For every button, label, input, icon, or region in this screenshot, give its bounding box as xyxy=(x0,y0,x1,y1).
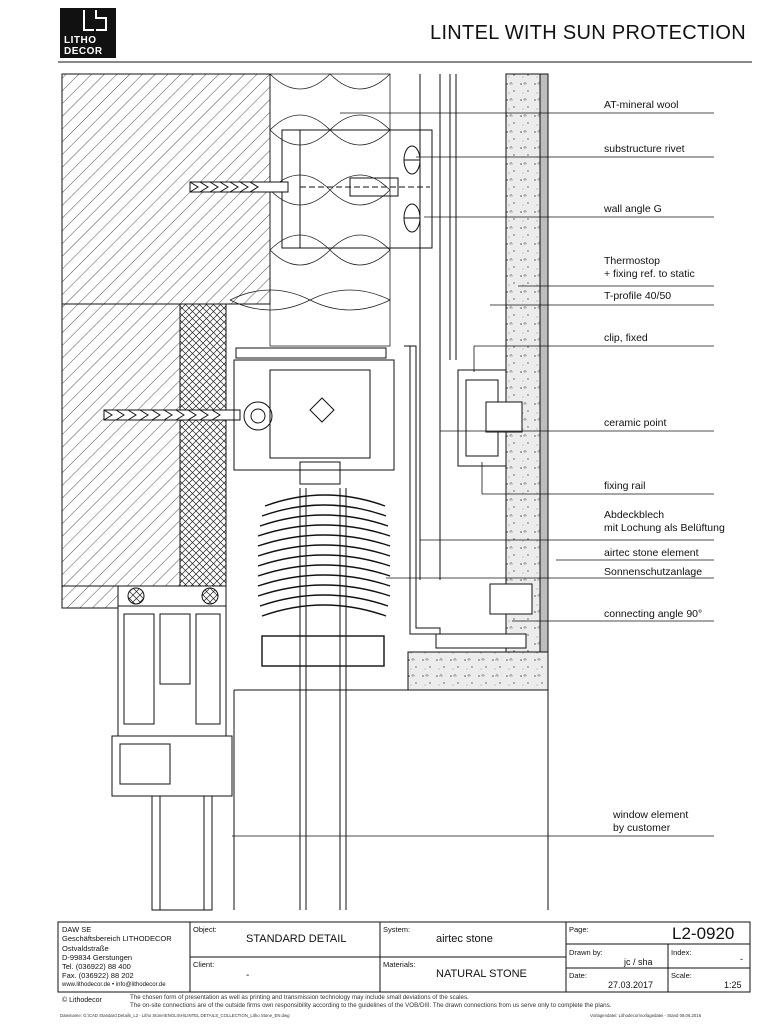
object-value: STANDARD DETAIL xyxy=(246,933,347,945)
drawnby-value: jc / sha xyxy=(624,957,653,967)
facade-stone xyxy=(407,73,549,910)
rivet-pair xyxy=(403,145,421,233)
title-block xyxy=(57,921,751,993)
label-mineral-wool: AT-mineral wool xyxy=(604,99,679,111)
leader-lines xyxy=(232,112,714,837)
anchor-bolt-upper xyxy=(189,177,430,197)
label-window-element: window element xyxy=(613,809,689,821)
company-line: DAW SE xyxy=(62,925,92,934)
label-thermostop: Thermostop xyxy=(604,255,661,267)
scale-label: Scale: xyxy=(671,971,692,980)
guide-rail xyxy=(233,488,408,910)
label-airtec-stone: airtec stone element xyxy=(604,547,699,559)
date-label: Date: xyxy=(569,971,587,980)
scale-value: 1:25 xyxy=(724,980,742,990)
label-clip-fixed: clip, fixed xyxy=(604,332,648,344)
company-address: DAW SE Geschäftsbereich LITHODECOR Ostva… xyxy=(62,925,172,990)
sun-protection-box xyxy=(233,347,395,485)
anchor-bolt-lower xyxy=(103,401,273,431)
label-connecting-angle: connecting angle 90° xyxy=(604,608,703,620)
copyright: © Lithodecor xyxy=(62,997,102,1004)
object-label: Object: xyxy=(193,925,217,934)
system-value: airtec stone xyxy=(436,933,493,945)
footer-file-path: Dateiname: G:\CAD Standard Details_L2 - … xyxy=(60,1013,290,1018)
label-fixing-rail: fixing rail xyxy=(604,480,646,492)
date-value: 27.03.2017 xyxy=(608,980,654,990)
materials-label: Materials: xyxy=(383,960,416,969)
label-lochung: mit Lochung als Belüftung xyxy=(604,522,725,534)
label-substructure-rivet: substructure rivet xyxy=(604,143,685,155)
company-line: Geschäftsbereich LITHODECOR xyxy=(62,934,172,944)
company-logo: LITHO DECOR xyxy=(60,8,116,58)
t-profile xyxy=(419,74,457,580)
footer-template-stamp: Vorlagendatei: Lithodecor\vorlagedatei -… xyxy=(590,1013,702,1018)
index-value: - xyxy=(740,954,743,964)
page-label: Page: xyxy=(569,925,589,934)
company-line: www.lithodecor.de • info@lithodecor.de xyxy=(62,981,166,988)
page-value: L2-0920 xyxy=(672,924,735,943)
index-label: Index: xyxy=(671,948,692,957)
footer-note-2: The on-site connections are of the outsi… xyxy=(130,1002,612,1009)
drawnby-label: Drawn by: xyxy=(569,948,603,957)
lamellae-stack xyxy=(257,494,391,667)
label-fixing-static: + fixing ref. to static xyxy=(604,268,695,280)
client-value: - xyxy=(246,970,250,981)
system-label: System: xyxy=(383,925,411,934)
company-line: Fax. (036922) 88 202 xyxy=(62,971,134,981)
label-sonnenschutz: Sonnenschutzanlage xyxy=(604,566,703,578)
company-line: Tel. (036922) 88 400 xyxy=(62,962,131,972)
logo-line1: LITHO xyxy=(64,35,97,46)
label-abdeckblech: Abdeckblech xyxy=(604,509,665,521)
logo-line2: DECOR xyxy=(64,46,103,57)
footer-note-1: The chosen form of presentation as well … xyxy=(130,994,469,1001)
logo-mark-icon xyxy=(83,10,107,31)
window-frame xyxy=(111,585,233,911)
mineral-wool xyxy=(229,73,391,347)
label-by-customer: by customer xyxy=(613,822,671,834)
company-line: D-99834 Gerstungen xyxy=(62,952,133,962)
label-ceramic-point: ceramic point xyxy=(604,417,667,429)
client-label: Client: xyxy=(193,960,215,969)
label-t-profile: T-profile 40/50 xyxy=(604,290,672,302)
masonry-lower xyxy=(61,303,227,609)
company-line: Ostvaldstraße xyxy=(62,943,109,953)
drawing-title: LINTEL WITH SUN PROTECTION xyxy=(430,22,746,44)
materials-value: NATURAL STONE xyxy=(436,968,527,980)
label-wall-angle: wall angle G xyxy=(604,203,662,215)
